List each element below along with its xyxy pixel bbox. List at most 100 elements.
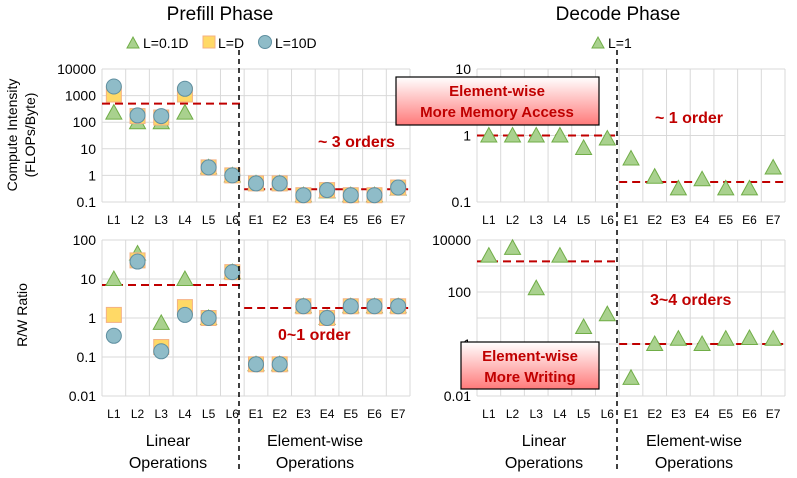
x-tick-label: E2: [272, 407, 287, 421]
x-tick-label: E7: [766, 213, 781, 227]
x-tick-label: E6: [742, 407, 757, 421]
ylabel-top-line1: Compute Intensity: [4, 79, 20, 192]
y-tick-label: 0.01: [444, 388, 471, 404]
x-tick-label: L6: [226, 213, 240, 227]
x-tick-label: E1: [624, 213, 639, 227]
decode-elementwise-label-2: Operations: [655, 455, 733, 472]
x-tick-label: L6: [226, 407, 240, 421]
prefill-title: Prefill Phase: [167, 4, 274, 25]
x-tick-label: L1: [482, 407, 496, 421]
y-tick-label: 10000: [57, 61, 96, 77]
legend-label-l10d: L=10D: [275, 35, 317, 51]
y-tick-label: 0.1: [77, 349, 97, 365]
x-tick-label: E4: [695, 213, 710, 227]
triangle-marker: [645, 334, 664, 351]
triangle-marker: [622, 149, 640, 166]
decode-ci-annotation: ~ 1 order: [655, 110, 723, 127]
circle-marker: [271, 175, 288, 192]
x-tick-label: E4: [695, 407, 710, 421]
triangle-marker: [764, 329, 783, 346]
prefill-linear-label-2: Operations: [129, 455, 207, 472]
legend-label-l1: L=1: [608, 35, 632, 51]
x-tick-label: L3: [155, 213, 169, 227]
x-tick-label: L5: [577, 407, 591, 421]
x-tick-label: E5: [343, 213, 358, 227]
triangle-marker: [551, 126, 569, 143]
callout-more-writing: Element-wise More Writing: [460, 341, 600, 390]
x-tick-label: L3: [530, 213, 544, 227]
x-tick-label: E5: [718, 213, 733, 227]
x-tick-label: L1: [482, 213, 496, 227]
ylabel-top-line2: (FLOPs/Byte): [22, 93, 38, 178]
circle-marker: [390, 179, 407, 196]
x-tick-label: E5: [718, 407, 733, 421]
circle-marker: [176, 80, 193, 97]
x-tick-label: L2: [506, 213, 520, 227]
y-tick-label: 1: [88, 310, 96, 326]
x-tick-label: E1: [249, 213, 264, 227]
circle-marker: [319, 182, 336, 199]
y-tick-label: 100: [448, 284, 472, 300]
triangle-marker: [176, 103, 194, 120]
legend-circle-icon: [258, 35, 272, 49]
circle-marker: [295, 187, 312, 204]
x-tick-label: E7: [391, 407, 406, 421]
circle-marker: [366, 187, 383, 204]
x-tick-label: E6: [367, 407, 382, 421]
decode-legend: L=1: [591, 35, 632, 51]
x-tick-label: L4: [553, 407, 567, 421]
decode-rw-annotation: 3~4 orders: [650, 292, 731, 309]
callout-memory-access: Element-wise More Memory Access: [395, 76, 600, 126]
circle-marker: [176, 306, 193, 323]
x-tick-label: E5: [343, 407, 358, 421]
circle-marker: [390, 298, 407, 315]
x-tick-label: E1: [249, 407, 264, 421]
triangle-marker: [527, 279, 546, 296]
x-tick-label: E3: [671, 407, 686, 421]
circle-marker: [224, 167, 241, 184]
circle-marker: [271, 356, 288, 373]
triangle-marker: [669, 179, 688, 196]
x-tick-label: L1: [107, 213, 121, 227]
triangle-marker: [527, 126, 546, 143]
x-tick-label: L6: [601, 407, 615, 421]
callout-line2: More Memory Access: [420, 104, 574, 121]
x-tick-label: L3: [155, 407, 169, 421]
x-tick-label: E6: [742, 213, 757, 227]
legend-label-ld: L=D: [218, 35, 244, 51]
triangle-marker: [669, 329, 688, 346]
triangle-marker: [503, 126, 522, 143]
triangle-marker: [479, 246, 498, 263]
y-tick-label: 10: [80, 271, 96, 287]
callout-line2: More Writing: [484, 369, 575, 386]
prefill-legend: L=0.1D L=D L=10D: [126, 35, 317, 51]
callout-line1: Element-wise: [482, 348, 578, 365]
decode-linear-label-1: Linear: [522, 433, 567, 450]
legend-label-l01d: L=0.1D: [143, 35, 189, 51]
x-tick-label: L5: [202, 407, 216, 421]
x-tick-label: L4: [178, 407, 192, 421]
y-tick-label: 0.1: [77, 194, 97, 210]
x-tick-label: L4: [553, 213, 567, 227]
decode-elementwise-label-1: Element-wise: [646, 433, 742, 450]
y-tick-label: 0.01: [69, 388, 96, 404]
circle-marker: [319, 310, 336, 326]
x-tick-label: L5: [202, 213, 216, 227]
y-tick-label: 1000: [65, 88, 96, 104]
triangle-marker: [622, 368, 640, 385]
circle-marker: [129, 253, 146, 270]
triangle-marker: [693, 170, 711, 187]
x-tick-label: E6: [367, 213, 382, 227]
x-tick-label: L3: [530, 407, 544, 421]
prefill-elementwise-label-1: Element-wise: [267, 433, 363, 450]
triangle-marker: [716, 179, 735, 196]
y-tick-label: 100: [73, 114, 97, 130]
decode-linear-label-2: Operations: [505, 455, 583, 472]
triangle-marker: [104, 103, 123, 120]
y-tick-label: 1: [88, 167, 96, 183]
x-tick-label: E4: [320, 213, 335, 227]
legend-triangle-icon: [126, 35, 140, 49]
y-tick-label: 0.1: [452, 194, 472, 210]
circle-marker: [200, 310, 217, 326]
x-tick-label: E3: [671, 213, 686, 227]
